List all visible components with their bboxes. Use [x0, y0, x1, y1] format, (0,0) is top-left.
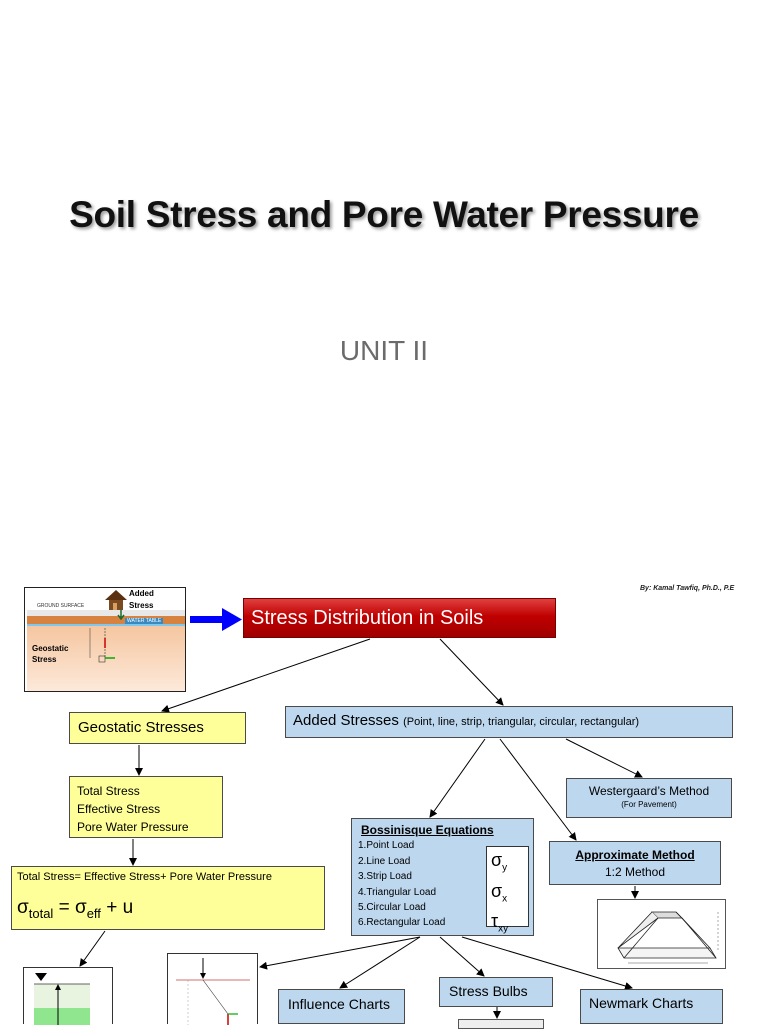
load-item-circular: 5.Circular Load — [358, 902, 426, 914]
geostatic-stress-label-2: Stress — [32, 655, 57, 664]
water-table-label: WATER TABLE — [125, 618, 164, 624]
load-item-point: 1.Point Load — [358, 840, 415, 852]
arrow-to-bossinisque — [429, 738, 486, 818]
added-stresses-box: Added Stresses (Point, line, strip, tria… — [285, 706, 733, 738]
stress-components-box: σy σx τxy — [486, 846, 529, 935]
load-spread-figure — [597, 899, 726, 969]
author-credit: By: Kamal Tawfiq, Ph.D., P.E — [640, 585, 735, 592]
arrow-to-wt-figure — [79, 930, 106, 967]
added-stress-label-2: Stress — [129, 601, 154, 610]
westergaard-note: (For Pavement) — [621, 800, 677, 809]
load-item-triangular: 4.Triangular Load — [358, 886, 437, 898]
stress-relation-text: Total Stress= Effective Stress+ Pore Wat… — [17, 871, 272, 883]
stress-bulb-figure — [458, 1019, 544, 1029]
load-item-rectangular: 6.Rectangular Load — [358, 917, 446, 929]
approximate-heading: Approximate Method — [575, 848, 695, 862]
arrow-to-geostatic — [161, 638, 371, 713]
influence-charts-box: Influence Charts — [278, 989, 405, 1024]
approximate-method-box: Approximate Method 1:2 Method — [549, 841, 721, 885]
ground-surface-label: GROUND SURFACE — [37, 603, 85, 609]
soil-profile-drawing — [27, 590, 185, 691]
approximate-method-name: 1:2 Method — [604, 865, 666, 879]
sigma-y: σy — [491, 850, 508, 874]
newmark-charts-box: Newmark Charts — [580, 989, 723, 1024]
blue-arrow — [190, 608, 242, 631]
arrow-to-bulbs — [439, 936, 485, 977]
arrow-to-added — [439, 638, 504, 706]
slide-subtitle: UNIT II — [339, 335, 429, 366]
added-stresses-label: Added Stresses — [293, 712, 399, 729]
westergaard-label: Westergaard’s Method — [588, 784, 710, 798]
arrow-to-point-figure — [259, 936, 421, 970]
point-load-drawing — [176, 958, 250, 1025]
total-stress-item: Total Stress — [77, 784, 140, 798]
point-load-figure — [167, 953, 258, 1025]
stress-relation-box: Total Stress= Effective Stress+ Pore Wat… — [11, 866, 325, 930]
arrow-to-westergaard — [565, 738, 643, 778]
load-item-strip: 3.Strip Load — [358, 871, 412, 883]
added-stress-label-1: Added — [129, 589, 154, 598]
soil-profile-figure: GROUND SURFACE WATER TABLE Added Stress … — [24, 587, 186, 692]
stress-types-box: Total Stress Effective Stress Pore Water… — [69, 776, 223, 838]
stress-distribution-box: Stress Distribution in Soils — [243, 598, 556, 638]
geostatic-stress-label-1: Geostatic — [32, 644, 69, 653]
added-stresses-note: (Point, line, strip, triangular, circula… — [403, 716, 640, 728]
arrow-to-influence — [339, 936, 421, 989]
stress-bulbs-box: Stress Bulbs — [439, 977, 553, 1007]
westergaard-method-box: Westergaard’s Method (For Pavement) — [566, 778, 732, 818]
load-spread-drawing — [617, 911, 719, 964]
load-item-line: 2.Line Load — [358, 855, 411, 867]
tau-xy: τxy — [491, 911, 509, 935]
slide-title: Soil Stress and Pore Water Pressure — [69, 194, 699, 235]
effective-stress-item: Effective Stress — [77, 802, 161, 816]
geostatic-stresses-box: Geostatic Stresses — [69, 712, 246, 744]
water-table-figure — [23, 967, 113, 1025]
pore-water-pressure-item: Pore Water Pressure — [77, 820, 189, 834]
sigma-x: σx — [491, 880, 508, 905]
stress-equation: σtotal = σeff + u — [17, 897, 134, 921]
bossinisque-heading: Bossinisque Equations — [361, 823, 494, 837]
water-table-drawing — [34, 973, 90, 1025]
